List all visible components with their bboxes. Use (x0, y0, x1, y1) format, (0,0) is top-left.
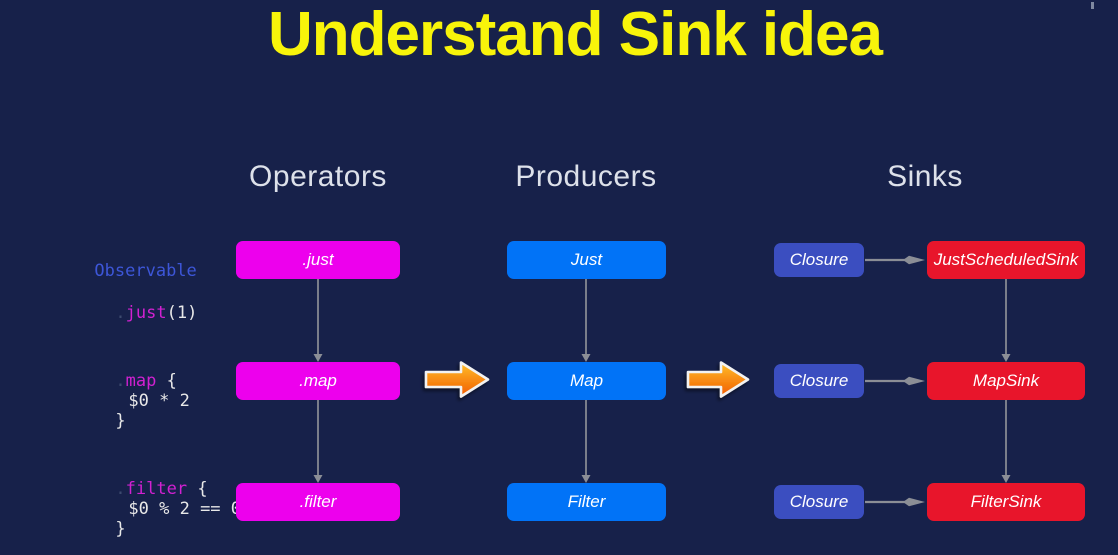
code-line-filter-close: } (54, 501, 126, 555)
flow-arrow-right-icon-producers-to-sinks (686, 361, 750, 398)
code-line-map-body: $0 * 2 (67, 373, 190, 430)
code-line-filter: .filter { (54, 461, 208, 518)
code-token: } (115, 411, 126, 431)
operator-box-map: .map (236, 362, 400, 400)
closure-link-connector (865, 255, 925, 507)
sink-box-filtersink: FilterSink (927, 483, 1085, 521)
sink-box-mapsink: MapSink (927, 362, 1085, 400)
operator-box-just: .just (236, 241, 400, 279)
producer-box-filter: Filter (507, 483, 666, 521)
producer-box-label: Just (570, 250, 603, 269)
code-token: filter (125, 479, 188, 499)
producer-box-label: Filter (567, 492, 606, 511)
flow-arrow-right-icon-operators-to-producers (424, 361, 490, 398)
operator-box-label: .just (302, 250, 334, 269)
sink-box-justscheduledsink: JustScheduledSink (927, 241, 1085, 279)
code-token: } (115, 519, 126, 539)
code-token: { (187, 479, 208, 499)
closure-box-label: Closure (789, 250, 849, 269)
producer-box-map: Map (507, 362, 666, 400)
code-line-map-close: } (54, 393, 126, 450)
column-header-operators: Operators (249, 160, 387, 193)
closure-box-label: Closure (789, 371, 849, 390)
sink-box-label: FilterSink (970, 492, 1042, 511)
closure-box-just: Closure (774, 243, 864, 277)
cursor-artifact (1091, 2, 1094, 9)
slide-title: Understand Sink idea (268, 0, 883, 69)
code-token: (1) (166, 303, 198, 323)
closure-box-label: Closure (789, 492, 849, 511)
closure-box-map: Closure (774, 364, 864, 398)
operator-box-filter: .filter (236, 483, 400, 521)
producer-box-just: Just (507, 241, 666, 279)
sink-box-label: MapSink (972, 371, 1040, 390)
column-header-sinks: Sinks (887, 160, 963, 193)
code-line-observable: Observable (33, 243, 197, 300)
code-line-just: .just(1) (54, 285, 197, 342)
column-header-producers: Producers (515, 160, 657, 193)
sink-box-label: JustScheduledSink (933, 250, 1079, 269)
code-token: . (115, 303, 126, 323)
operator-box-label: .filter (299, 492, 337, 511)
code-token: $0 * 2 (128, 391, 190, 411)
code-snippet: Observable .just(1) .map { $0 * 2 } .fil… (0, 0, 241, 555)
code-token: map (125, 371, 157, 391)
code-token: Observable (94, 261, 197, 281)
code-token: just (125, 303, 167, 323)
code-line-filter-body: $0 % 2 == 0 (67, 481, 241, 538)
code-line-map: .map { (54, 353, 177, 410)
code-token: { (156, 371, 177, 391)
code-token: . (115, 371, 126, 391)
code-token: . (115, 479, 126, 499)
closure-box-filter: Closure (774, 485, 864, 519)
code-token: $0 % 2 == 0 (128, 499, 242, 519)
producer-box-label: Map (569, 371, 604, 390)
operator-box-label: .map (299, 371, 337, 390)
